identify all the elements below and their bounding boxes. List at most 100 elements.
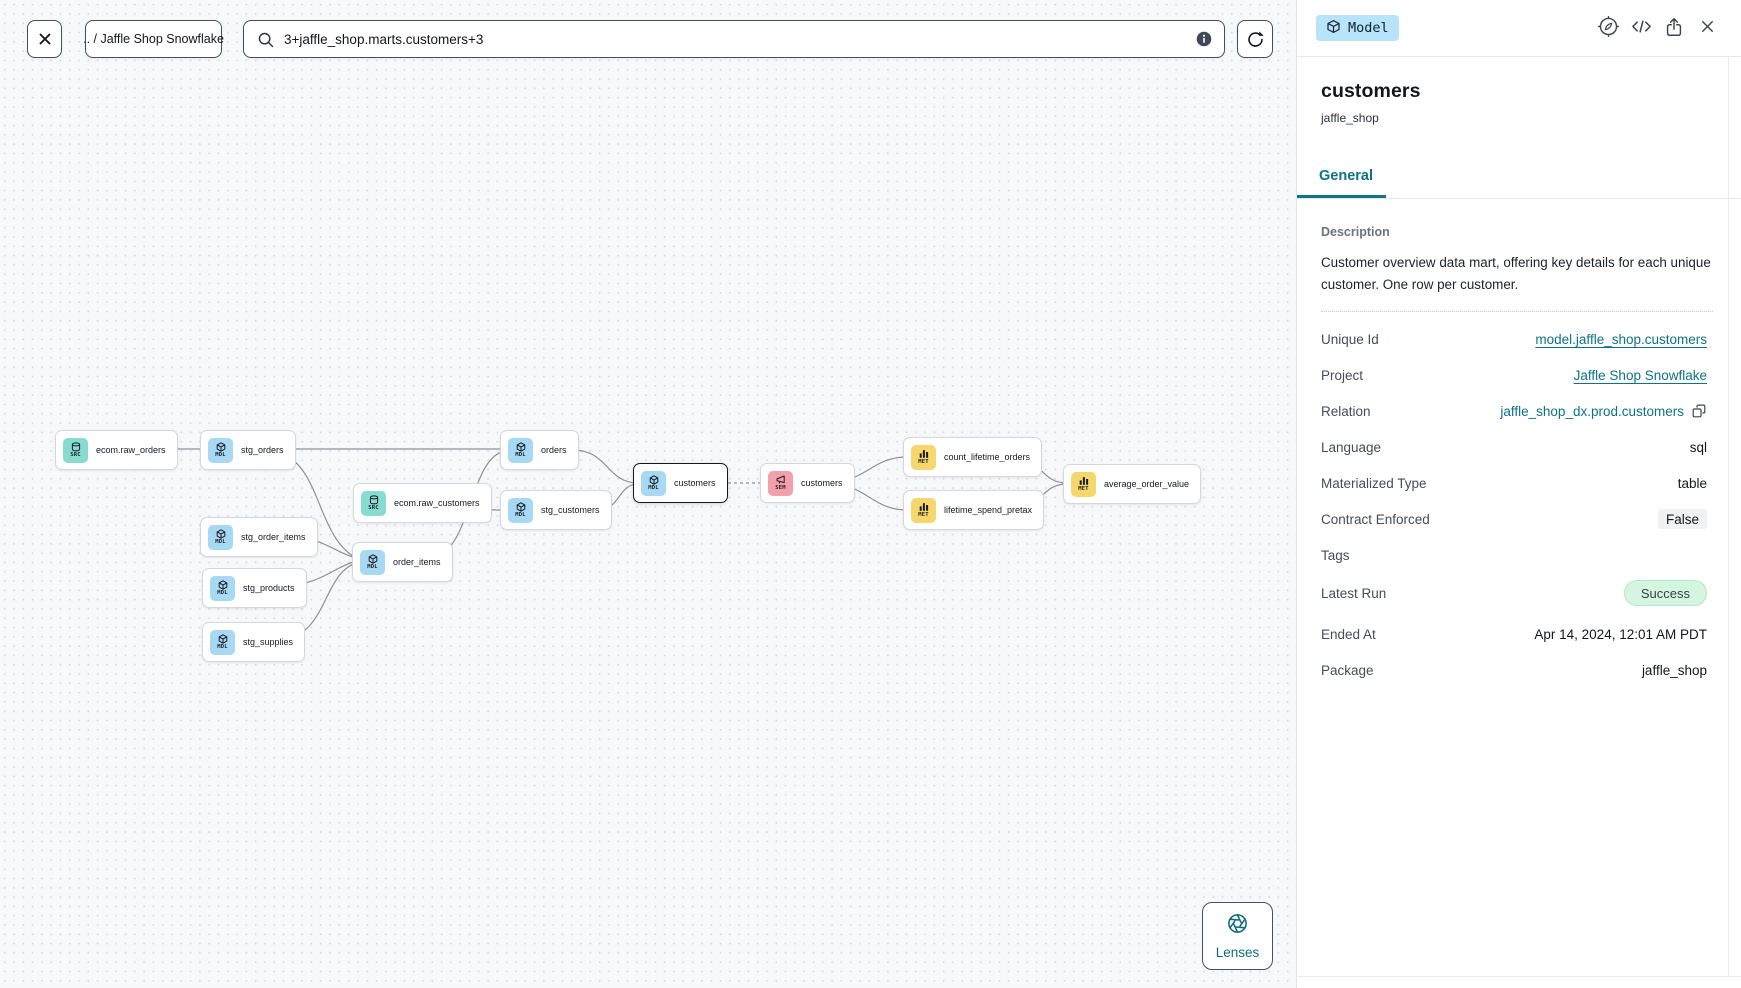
graph-node-average-order-value[interactable]: MET average_order_value [1063, 464, 1202, 504]
node-label: average_order_value [1104, 479, 1190, 489]
graph-node-order-items[interactable]: MDL order_items [352, 542, 453, 582]
node-type-badge: MDL [508, 497, 533, 523]
detail-row-value: jaffle_shop [1642, 663, 1707, 678]
lenses-aperture-icon [1226, 912, 1249, 940]
cube-icon [218, 634, 228, 645]
detail-row-value: sql [1690, 440, 1707, 455]
node-type-badge: MDL [210, 629, 235, 655]
share-button[interactable] [1662, 16, 1686, 40]
panel-actions [1596, 16, 1719, 40]
explore-lineage-button[interactable] [1596, 16, 1620, 40]
close-lineage-button[interactable] [27, 20, 62, 58]
database-icon [71, 442, 81, 453]
cube-icon [216, 442, 226, 453]
graph-node-ecom-raw-customers[interactable]: SRC ecom.raw_customers [353, 483, 492, 523]
model-package-subtitle: jaffle_shop [1321, 111, 1379, 125]
node-type-badge: MDL [641, 470, 666, 496]
copy-icon[interactable] [1691, 403, 1707, 419]
graph-node-orders[interactable]: MDL orders [500, 430, 579, 470]
refresh-lineage-button[interactable] [1237, 20, 1273, 58]
detail-row-label: Ended At [1321, 626, 1376, 642]
detail-row-label: Latest Run [1321, 585, 1387, 601]
code-button[interactable] [1629, 16, 1653, 40]
cube-icon [368, 554, 378, 565]
detail-row-value: model.jaffle_shop.customers [1535, 332, 1707, 347]
chart-icon [919, 502, 929, 513]
detail-value[interactable]: Jaffle Shop Snowflake [1573, 367, 1707, 383]
graph-node-lifetime-spend-pretax[interactable]: MET lifetime_spend_pretax [903, 490, 1045, 530]
graph-node-stg-orders[interactable]: MDL stg_orders [200, 430, 296, 470]
panel-general-section: Description Customer overview data mart,… [1297, 225, 1741, 681]
detail-row-label: Unique Id [1321, 331, 1379, 347]
model-name-title: customers [1321, 80, 1421, 102]
detail-row: Unique Id model.jaffle_shop.customers [1321, 328, 1707, 350]
lineage-search[interactable] [243, 20, 1225, 58]
lenses-button[interactable]: Lenses [1202, 902, 1273, 970]
cube-icon [1326, 19, 1341, 38]
detail-row-label: Package [1321, 662, 1374, 678]
share-icon [1663, 16, 1685, 41]
breadcrumb-label: .. / Jaffle Shop Snowflake [83, 32, 224, 46]
cube-icon [216, 529, 226, 540]
details-panel: Model [1296, 0, 1741, 988]
lineage-canvas[interactable]: SRC ecom.raw_orders MDL stg_orders SRC e… [0, 0, 1296, 988]
detail-row: Ended At Apr 14, 2024, 12:01 AM PDT [1321, 623, 1707, 645]
detail-row-label: Materialized Type [1321, 475, 1427, 491]
lenses-label: Lenses [1215, 945, 1260, 960]
cube-icon [218, 580, 228, 591]
node-type-badge: MDL [208, 524, 233, 550]
cube-icon [649, 475, 659, 486]
search-input[interactable] [284, 31, 1187, 47]
megaphone-icon [776, 475, 786, 486]
detail-row-value: Jaffle Shop Snowflake [1574, 368, 1707, 383]
node-label: ecom.raw_orders [96, 445, 166, 455]
detail-row-value: table [1678, 476, 1707, 491]
tab-general[interactable]: General [1297, 158, 1386, 198]
detail-value[interactable]: model.jaffle_shop.customers [1535, 331, 1707, 347]
chart-icon [919, 449, 929, 460]
detail-row: Materialized Type table [1321, 472, 1707, 494]
detail-row-value: Success [1623, 580, 1707, 606]
close-icon [35, 29, 55, 49]
graph-node-stg-order-items[interactable]: MDL stg_order_items [200, 517, 318, 557]
detail-row-label: Language [1321, 439, 1382, 455]
graph-node-stg-products[interactable]: MDL stg_products [202, 568, 307, 608]
detail-value: sql [1689, 439, 1707, 455]
chart-icon [1079, 476, 1089, 487]
node-label: ecom.raw_customers [394, 498, 480, 508]
node-label: order_items [393, 557, 441, 567]
detail-value: False [1657, 509, 1707, 529]
detail-row-label: Project [1321, 367, 1364, 383]
detail-value: jaffle_shop_dx.prod.customers [1500, 403, 1684, 419]
graph-node-customers[interactable]: SEM customers [760, 463, 855, 503]
detail-row-value: jaffle_shop_dx.prod.customers [1500, 403, 1707, 419]
info-icon[interactable] [1196, 31, 1212, 47]
refresh-icon [1245, 29, 1266, 50]
graph-node-stg-customers[interactable]: MDL stg_customers [500, 490, 612, 530]
close-panel-button[interactable] [1695, 16, 1719, 40]
description-text: Customer overview data mart, offering ke… [1321, 255, 1711, 292]
node-type-badge: MET [911, 444, 936, 470]
graph-node-ecom-raw-orders[interactable]: SRC ecom.raw_orders [55, 430, 178, 470]
node-label: stg_supplies [243, 637, 294, 647]
node-type-badge: SEM [768, 470, 793, 496]
node-type-badge: SRC [361, 490, 386, 516]
detail-row: Contract Enforced False [1321, 508, 1707, 530]
graph-node-customers[interactable]: MDL customers [633, 463, 728, 503]
node-type-badge: MDL [210, 575, 235, 601]
cube-icon [516, 502, 526, 513]
breadcrumb[interactable]: .. / Jaffle Shop Snowflake [83, 20, 224, 58]
node-type-badge: MET [911, 497, 936, 523]
detail-row-label: Tags [1321, 547, 1350, 563]
node-type-badge: MET [1071, 471, 1096, 497]
graph-node-stg-supplies[interactable]: MDL stg_supplies [202, 622, 306, 662]
description-label: Description [1321, 225, 1390, 239]
status-badge: Success [1623, 580, 1707, 606]
section-divider [1321, 311, 1713, 312]
node-label: stg_products [243, 583, 295, 593]
graph-node-count-lifetime-orders[interactable]: MET count_lifetime_orders [903, 437, 1043, 477]
node-type-badge: MDL [508, 437, 533, 463]
detail-row: Language sql [1321, 436, 1707, 458]
detail-row-label: Relation [1321, 403, 1371, 419]
